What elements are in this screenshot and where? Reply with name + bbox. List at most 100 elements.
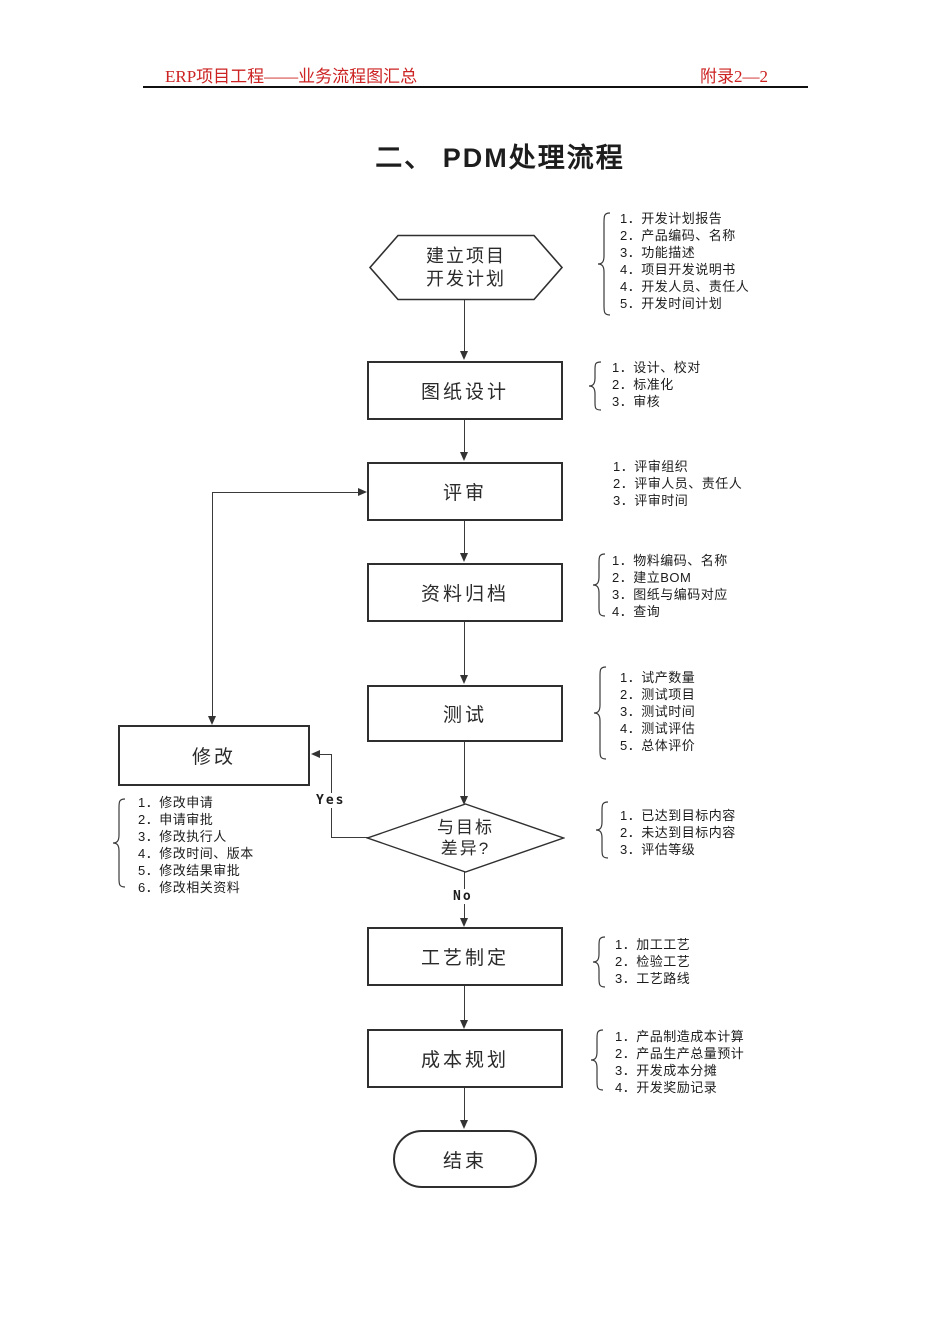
annotation-item: 1．开发计划报告 (620, 211, 723, 226)
brace-icon (592, 553, 606, 617)
connector-design-review (464, 420, 465, 453)
start-label-line2: 开发计划 (426, 269, 506, 289)
annotation-item: 2．测试项目 (620, 687, 696, 702)
brace-icon (593, 666, 607, 760)
annotation-item: 2．产品生产总量预计 (615, 1046, 745, 1061)
connector-review-archive (464, 521, 465, 554)
annotation-item: 2．标准化 (612, 377, 674, 392)
annotation-item: 3．工艺路线 (615, 971, 691, 986)
modify-label: 修改 (191, 747, 236, 768)
arrowhead-down-icon (460, 675, 468, 684)
connector-yes-horizontal-upper (320, 754, 332, 755)
header-rule (143, 86, 808, 88)
annotation-test: 1．试产数量 2．测试项目 3．测试时间 4．测试评估 5．总体评价 (620, 669, 695, 754)
annotation-process-plan: 1．加工工艺 2．检验工艺 3．工艺路线 (615, 936, 690, 987)
annotation-item: 1．修改申请 (138, 795, 214, 810)
annotation-item: 5．总体评价 (620, 738, 696, 753)
connector-modify-loop-vertical (212, 492, 213, 716)
arrowhead-down-icon (460, 351, 468, 360)
brace-icon (588, 361, 602, 411)
node-modify: 修改 (118, 725, 310, 786)
annotation-item: 3．修改执行人 (138, 829, 227, 844)
arrowhead-down-icon (460, 1120, 468, 1129)
annotation-item: 4．开发奖励记录 (615, 1080, 718, 1095)
decision-label-line2: 差异? (440, 839, 491, 858)
annotation-item: 3．图纸与编码对应 (612, 587, 728, 602)
node-end: 结束 (393, 1130, 537, 1188)
brace-icon (112, 798, 126, 888)
annotation-item: 3．评审时间 (613, 493, 689, 508)
design-label: 图纸设计 (420, 382, 509, 403)
arrowhead-left-icon (311, 750, 320, 758)
annotation-item: 1．加工工艺 (615, 937, 691, 952)
annotation-item: 2．申请审批 (138, 812, 214, 827)
test-label: 测试 (442, 705, 487, 726)
edge-label-no: No (452, 889, 474, 904)
end-label: 结束 (442, 1150, 487, 1172)
arrowhead-down-icon (460, 796, 468, 805)
node-review: 评审 (367, 462, 563, 521)
page-title: 二、 PDM处理流程 (375, 143, 625, 173)
annotation-item: 2．检验工艺 (615, 954, 691, 969)
connector-test-decision (464, 742, 465, 797)
connector-modify-loop-horizontal (212, 492, 359, 493)
connector-processplan-costplan (464, 986, 465, 1021)
brace-icon (590, 1029, 604, 1091)
annotation-item: 5．开发时间计划 (620, 296, 723, 311)
header-doc-title: ERP项目工程——业务流程图汇总 (165, 67, 418, 86)
arrowhead-down-icon (460, 1020, 468, 1029)
annotation-design: 1．设计、校对 2．标准化 3．审核 (612, 359, 701, 410)
node-test: 测试 (367, 685, 563, 742)
cost-plan-label: 成本规划 (420, 1050, 509, 1071)
node-process-plan: 工艺制定 (367, 927, 563, 986)
annotation-cost-plan: 1．产品制造成本计算 2．产品生产总量预计 3．开发成本分摊 4．开发奖励记录 (615, 1028, 744, 1096)
annotation-item: 1．设计、校对 (612, 360, 701, 375)
arrowhead-down-icon (460, 452, 468, 461)
annotation-item: 3．开发成本分摊 (615, 1063, 718, 1078)
annotation-item: 4．修改时间、版本 (138, 846, 254, 861)
annotation-archive: 1．物料编码、名称 2．建立BOM 3．图纸与编码对应 4．查询 (612, 552, 728, 620)
header-page-ref: 附录2—2 (700, 67, 768, 86)
node-archive: 资料归档 (367, 563, 563, 622)
arrowhead-down-icon (460, 918, 468, 927)
annotation-item: 4．开发人员、责任人 (620, 279, 750, 294)
node-start: 建立项目 开发计划 (367, 238, 565, 298)
node-cost-plan: 成本规划 (367, 1029, 563, 1088)
annotation-item: 5．修改结果审批 (138, 863, 241, 878)
brace-icon (595, 801, 609, 859)
annotation-item: 1．已达到目标内容 (620, 808, 736, 823)
process-plan-label: 工艺制定 (420, 948, 509, 969)
node-decision: 与目标 差异? (366, 808, 565, 868)
brace-icon (597, 212, 611, 316)
annotation-item: 3．功能描述 (620, 245, 696, 260)
annotation-start: 1．开发计划报告 2．产品编码、名称 3．功能描述 4．项目开发说明书 4．开发… (620, 210, 749, 312)
annotation-decision: 1．已达到目标内容 2．未达到目标内容 3．评估等级 (620, 807, 736, 858)
annotation-item: 2．未达到目标内容 (620, 825, 736, 840)
annotation-item: 6．修改相关资料 (138, 880, 241, 895)
arrowhead-down-icon (208, 716, 216, 725)
annotation-item: 1．评审组织 (613, 459, 689, 474)
edge-label-yes: Yes (315, 793, 347, 808)
annotation-item: 3．评估等级 (620, 842, 696, 857)
connector-start-design (464, 300, 465, 352)
annotation-review: 1．评审组织 2．评审人员、责任人 3．评审时间 (613, 458, 742, 509)
annotation-item: 4．测试评估 (620, 721, 696, 736)
annotation-item: 2．产品编码、名称 (620, 228, 736, 243)
annotation-modify: 1．修改申请 2．申请审批 3．修改执行人 4．修改时间、版本 5．修改结果审批… (138, 794, 254, 896)
start-label-line1: 建立项目 (426, 246, 506, 266)
review-label: 评审 (442, 483, 487, 504)
annotation-item: 3．测试时间 (620, 704, 696, 719)
annotation-item: 2．建立BOM (612, 570, 692, 585)
connector-costplan-end (464, 1088, 465, 1121)
start-hexagon-shape (368, 234, 564, 301)
annotation-item: 1．物料编码、名称 (612, 553, 728, 568)
brace-icon (592, 936, 606, 988)
connector-archive-test (464, 622, 465, 676)
arrowhead-down-icon (460, 553, 468, 562)
connector-yes-horizontal-lower (332, 837, 368, 838)
archive-label: 资料归档 (420, 584, 509, 605)
annotation-item: 4．项目开发说明书 (620, 262, 736, 277)
annotation-item: 4．查询 (612, 604, 661, 619)
annotation-item: 1．试产数量 (620, 670, 696, 685)
